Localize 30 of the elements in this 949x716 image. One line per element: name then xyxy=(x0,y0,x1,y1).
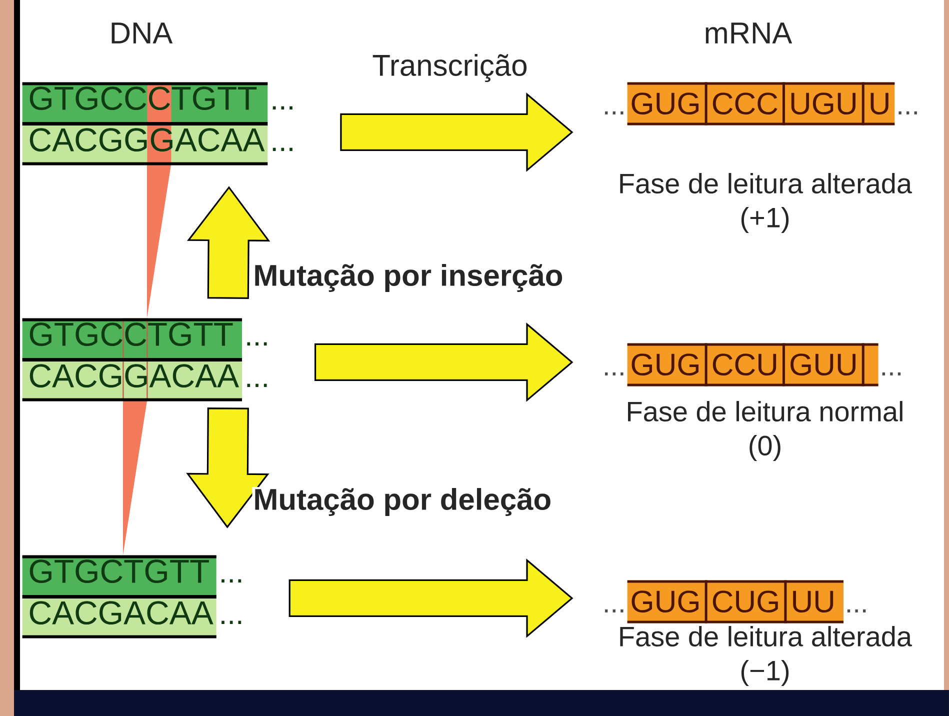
mrna-strand: GUG CCC UGU U xyxy=(627,82,895,126)
mrna-strand: GUG CUG UU xyxy=(627,580,844,624)
reading-frame-label: Fase de leitura alterada (−1) xyxy=(620,626,912,686)
ellipsis: ... xyxy=(247,384,267,387)
reading-frame-label: Fase de leitura normal (0) xyxy=(628,400,902,462)
block-arrow xyxy=(314,322,574,402)
ellipsis: ... xyxy=(272,106,292,110)
ellipsis: ... xyxy=(222,579,242,582)
ellipsis: ... xyxy=(898,111,917,114)
ellipsis: ... xyxy=(247,342,267,346)
reading-frame-label: Fase de leitura alterada (+1) xyxy=(620,172,912,234)
edge-label: Mutação por inserção xyxy=(252,263,564,293)
block-arrow xyxy=(288,558,574,638)
ellipsis: ... xyxy=(605,372,624,376)
edge-label: Mutação por deleção xyxy=(252,487,553,517)
block-arrow xyxy=(186,186,270,299)
mrna-strand: GUG CCU GUU xyxy=(627,343,878,386)
block-arrow xyxy=(186,407,270,528)
ellipsis: ... xyxy=(222,620,242,624)
column-header: mRNA xyxy=(706,22,792,44)
column-header: DNA xyxy=(112,22,173,44)
ellipsis: ... xyxy=(847,609,866,612)
ellipsis: ... xyxy=(605,111,624,114)
ellipsis: ... xyxy=(605,609,624,612)
ellipsis: ... xyxy=(882,372,901,376)
edge-label: Transcrição xyxy=(371,52,529,84)
ellipsis: ... xyxy=(272,148,292,151)
node-label: CACGACAA xyxy=(30,601,214,625)
block-arrow xyxy=(340,92,574,172)
dna-double-strand: GTGCTGTT CACGACAA xyxy=(22,555,216,638)
